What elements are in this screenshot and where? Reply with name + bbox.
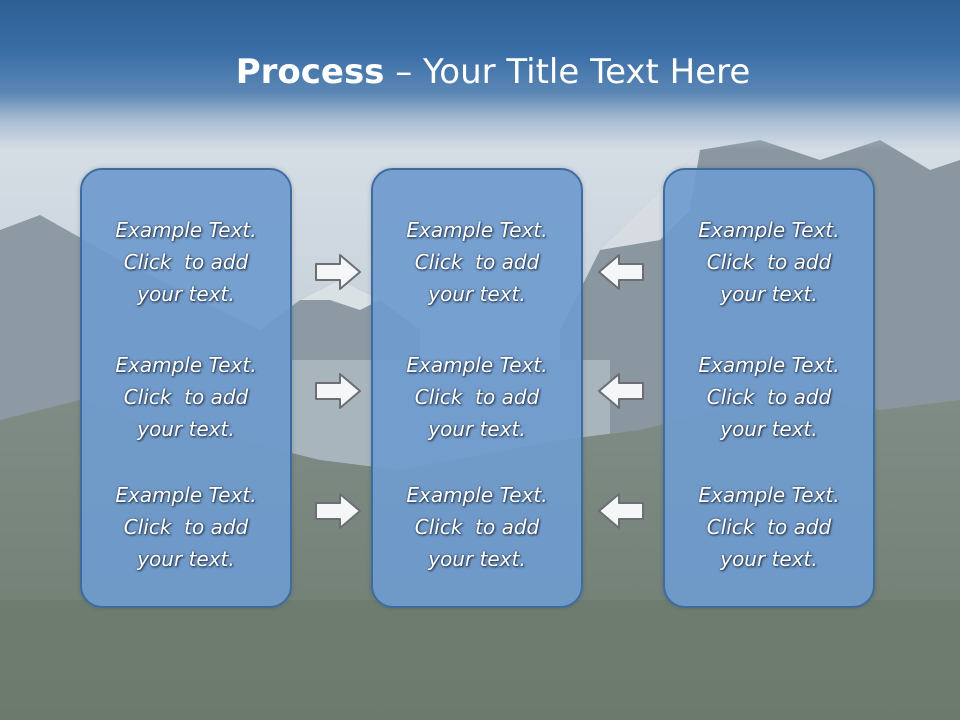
text-line: Click to add <box>123 385 249 409</box>
right-process-box[interactable]: Example Text. Click to add your text. Ex… <box>663 168 875 608</box>
text-line: Click to add <box>123 250 249 274</box>
text-line: Click to add <box>123 515 249 539</box>
text-line: your text. <box>137 547 235 571</box>
text-line: Example Text. <box>115 483 257 507</box>
text-placeholder[interactable]: Example Text. Click to add your text. <box>82 479 290 575</box>
text-line: Click to add <box>414 385 540 409</box>
text-line: Example Text. <box>698 218 840 242</box>
text-line: your text. <box>428 282 526 306</box>
text-line: your text. <box>720 417 818 441</box>
left-arrow-icon[interactable] <box>597 492 645 530</box>
text-line: your text. <box>720 547 818 571</box>
text-line: Click to add <box>706 250 832 274</box>
text-line: Example Text. <box>115 353 257 377</box>
text-placeholder[interactable]: Example Text. Click to add your text. <box>665 349 873 445</box>
text-line: Example Text. <box>698 353 840 377</box>
text-line: your text. <box>720 282 818 306</box>
slide-title-bold: Process <box>235 52 385 92</box>
left-arrow-icon[interactable] <box>597 253 645 291</box>
slide-title-rest: – Your Title Text Here <box>384 52 751 92</box>
text-placeholder[interactable]: Example Text. Click to add your text. <box>665 479 873 575</box>
text-placeholder[interactable]: Example Text. Click to add your text. <box>82 214 290 310</box>
text-line: Example Text. <box>406 218 548 242</box>
text-line: Example Text. <box>698 483 840 507</box>
text-line: your text. <box>428 417 526 441</box>
left-arrow-icon[interactable] <box>597 372 645 410</box>
text-placeholder[interactable]: Example Text. Click to add your text. <box>82 349 290 445</box>
text-placeholder[interactable]: Example Text. Click to add your text. <box>665 214 873 310</box>
text-line: Click to add <box>706 385 832 409</box>
right-arrow-icon[interactable] <box>314 253 362 291</box>
text-line: Click to add <box>414 515 540 539</box>
text-line: Click to add <box>414 250 540 274</box>
text-line: your text. <box>137 282 235 306</box>
middle-process-box[interactable]: Example Text. Click to add your text. Ex… <box>371 168 583 608</box>
text-placeholder[interactable]: Example Text. Click to add your text. <box>373 214 581 310</box>
text-placeholder[interactable]: Example Text. Click to add your text. <box>373 349 581 445</box>
text-line: your text. <box>137 417 235 441</box>
right-arrow-icon[interactable] <box>314 492 362 530</box>
text-line: Click to add <box>706 515 832 539</box>
left-process-box[interactable]: Example Text. Click to add your text. Ex… <box>80 168 292 608</box>
text-line: your text. <box>428 547 526 571</box>
right-arrow-icon[interactable] <box>314 372 362 410</box>
text-placeholder[interactable]: Example Text. Click to add your text. <box>373 479 581 575</box>
slide-title[interactable]: Process – Your Title Text Here <box>0 52 960 92</box>
text-line: Example Text. <box>115 218 257 242</box>
title-band <box>0 0 960 150</box>
text-line: Example Text. <box>406 483 548 507</box>
text-line: Example Text. <box>406 353 548 377</box>
